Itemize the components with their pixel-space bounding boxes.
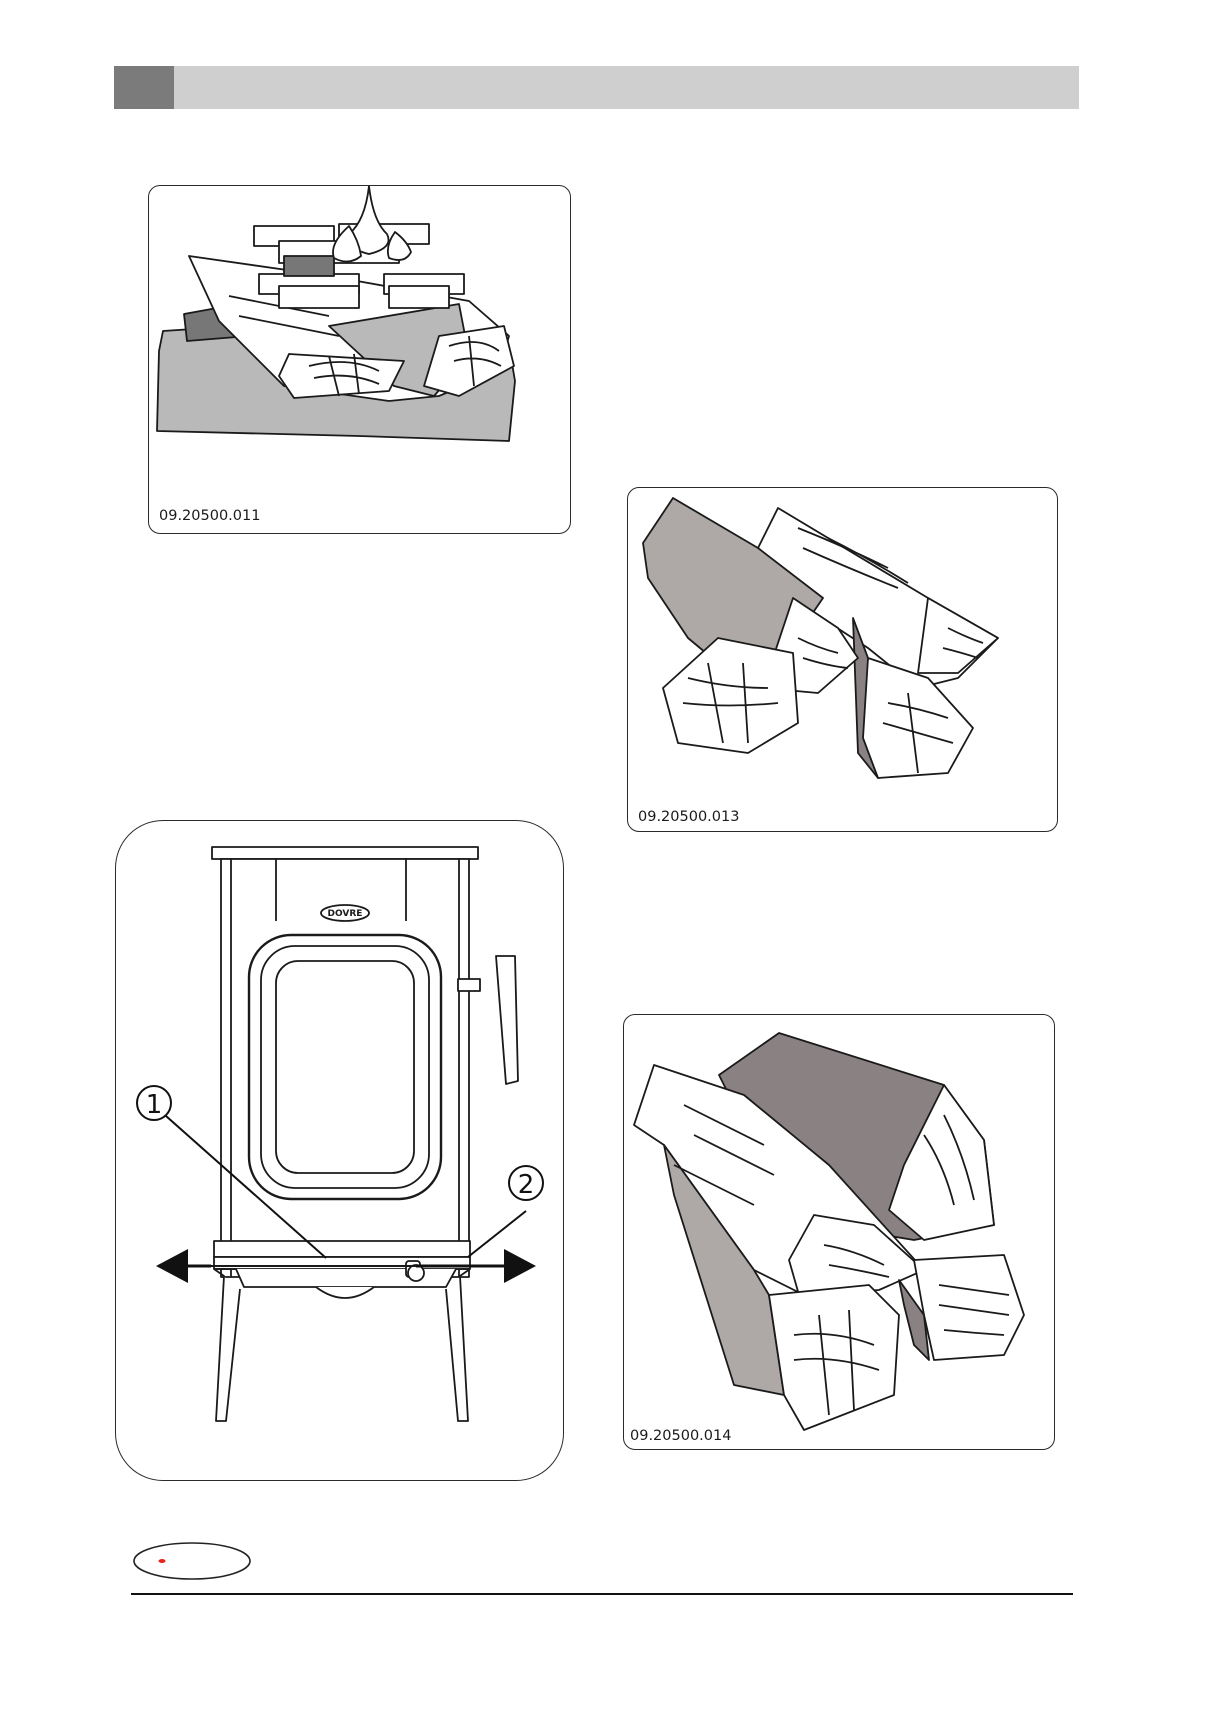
footer-rule [131,1593,1073,1595]
svg-text:DOVRE: DOVRE [328,909,363,919]
figure-kindling-on-logs: 09.20500.011 [148,185,571,534]
stove-door-glass [276,961,414,1173]
figure-three-logs: 09.20500.014 [623,1014,1055,1450]
arrow-right-icon [504,1249,536,1283]
kindling-illustration: 09.20500.011 [149,186,572,535]
three-logs-illustration: 09.20500.014 [624,1015,1056,1451]
figure-stove-ashpan: DOVRE [115,820,564,1481]
svg-text:2: 2 [518,1170,535,1200]
header-bar [114,66,1079,109]
arrow-left-icon [156,1249,188,1283]
brand-logo [132,1541,252,1581]
callout-2: 2 [509,1166,543,1200]
stove-leg-right [446,1269,470,1421]
figure-caption-2: 09.20500.013 [638,809,739,825]
callout-1: 1 [137,1086,171,1120]
figure-two-logs: 09.20500.013 [627,487,1058,832]
stove-top-plate [212,847,478,859]
svg-text:1: 1 [146,1090,163,1120]
header-tab [114,66,174,109]
figure-caption-3: 09.20500.014 [630,1428,731,1444]
figure-caption-1: 09.20500.011 [159,508,260,524]
logo-dot [159,1559,166,1563]
stove-illustration: DOVRE [116,821,565,1482]
stove-leg-left [214,1269,240,1421]
two-logs-illustration: 09.20500.013 [628,488,1059,833]
door-handle [496,956,518,1084]
